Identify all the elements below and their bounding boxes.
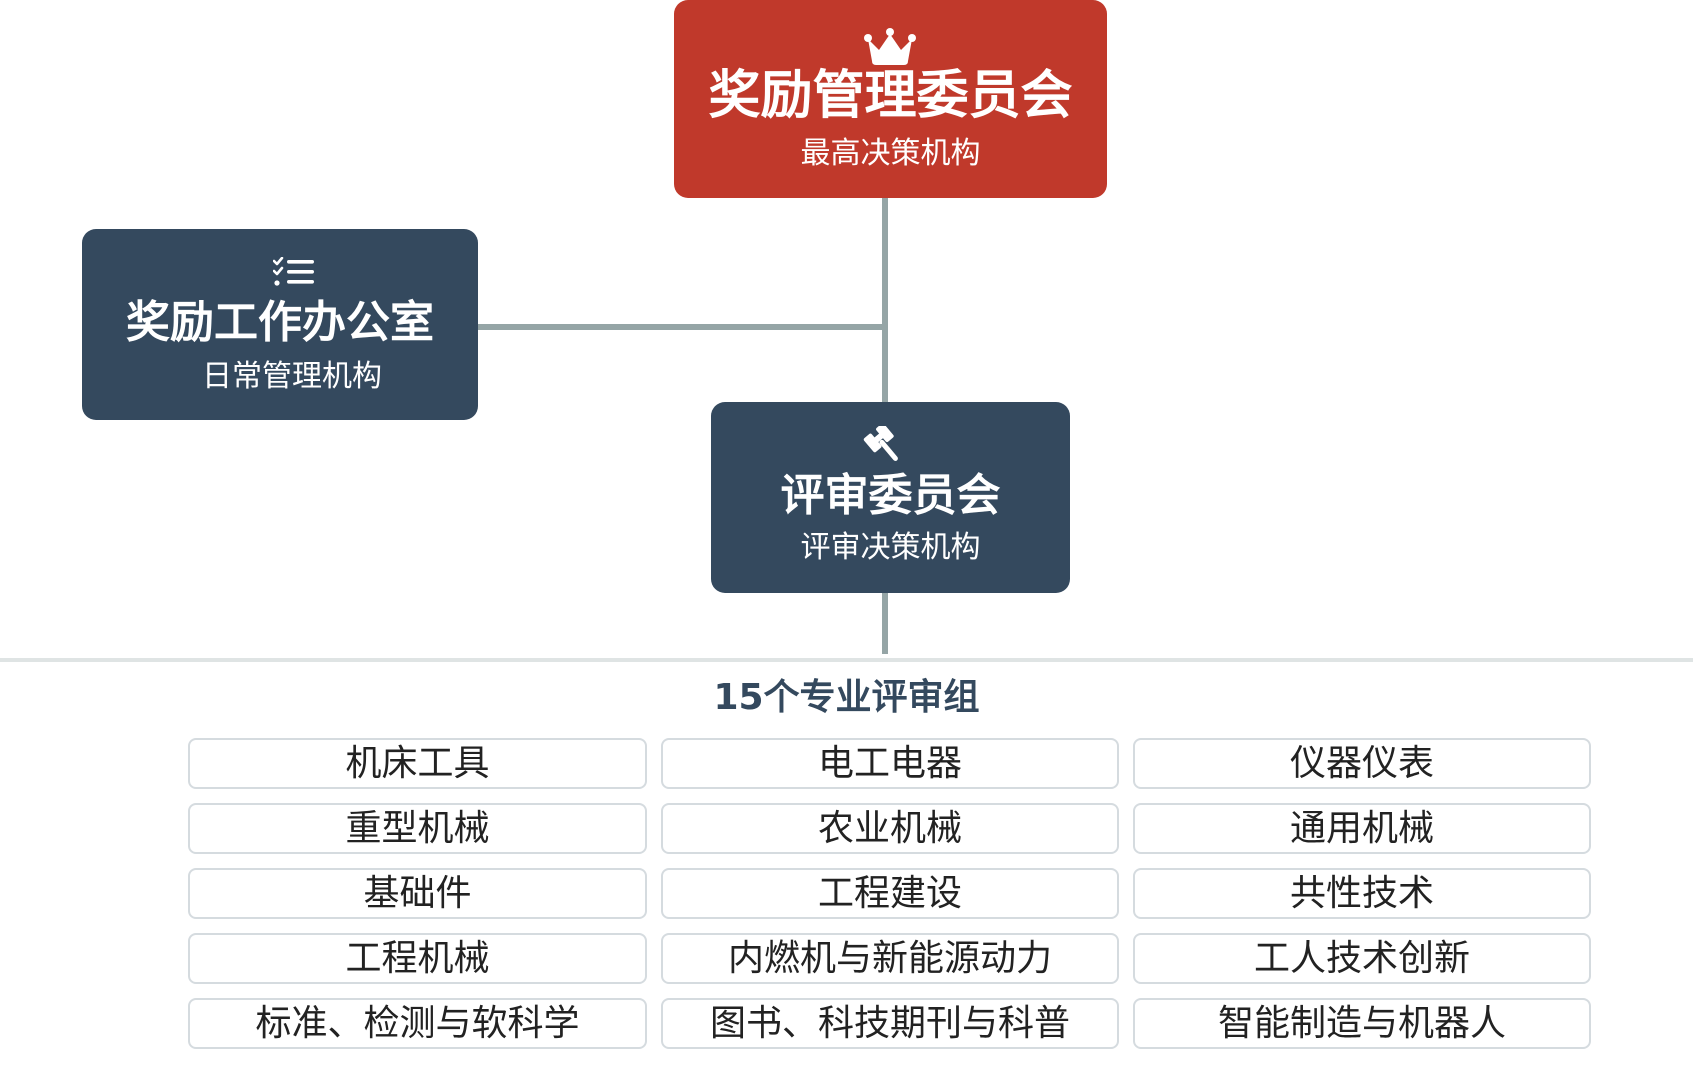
review-group-item[interactable]: 工人技术创新 (1133, 933, 1591, 984)
review-group-item[interactable]: 仪器仪表 (1133, 738, 1591, 789)
connector-office (478, 324, 885, 330)
node-subtitle: 日常管理机构 (202, 359, 382, 394)
node-subtitle: 最高决策机构 (800, 136, 981, 171)
review-group-item[interactable]: 通用机械 (1133, 803, 1591, 854)
review-group-item[interactable]: 智能制造与机器人 (1133, 998, 1591, 1049)
node-title: 奖励工作办公室 (126, 297, 434, 348)
groups-heading: 15个专业评审组 (713, 677, 980, 718)
section-divider (0, 658, 1693, 662)
checklist-icon (272, 256, 315, 287)
connector-top-to-review (882, 198, 888, 402)
review-group-item[interactable]: 共性技术 (1133, 868, 1591, 919)
node-subtitle: 评审决策机构 (800, 530, 981, 565)
review-group-item[interactable]: 标准、检测与软科学 (188, 998, 647, 1049)
review-group-item[interactable]: 图书、科技期刊与科普 (661, 998, 1119, 1049)
node-review-committee[interactable]: 评审委员会 评审决策机构 (711, 402, 1070, 593)
node-award-management-committee[interactable]: 奖励管理委员会 最高决策机构 (674, 0, 1107, 198)
crown-icon (863, 28, 917, 66)
connector-review-to-groups (882, 593, 888, 654)
gavel-icon (860, 423, 906, 466)
review-group-item[interactable]: 机床工具 (188, 738, 647, 789)
review-group-item[interactable]: 工程机械 (188, 933, 647, 984)
review-groups-grid: 机床工具 电工电器 仪器仪表 重型机械 农业机械 通用机械 基础件 工程建设 共… (188, 738, 1591, 1049)
review-group-item[interactable]: 基础件 (188, 868, 647, 919)
review-group-item[interactable]: 电工电器 (661, 738, 1119, 789)
node-award-office[interactable]: 奖励工作办公室 日常管理机构 (82, 229, 478, 420)
review-group-item[interactable]: 重型机械 (188, 803, 647, 854)
review-group-item[interactable]: 内燃机与新能源动力 (661, 933, 1119, 984)
node-title: 奖励管理委员会 (708, 66, 1073, 126)
review-group-item[interactable]: 农业机械 (661, 803, 1119, 854)
review-group-item[interactable]: 工程建设 (661, 868, 1119, 919)
node-title: 评审委员会 (780, 470, 1001, 521)
